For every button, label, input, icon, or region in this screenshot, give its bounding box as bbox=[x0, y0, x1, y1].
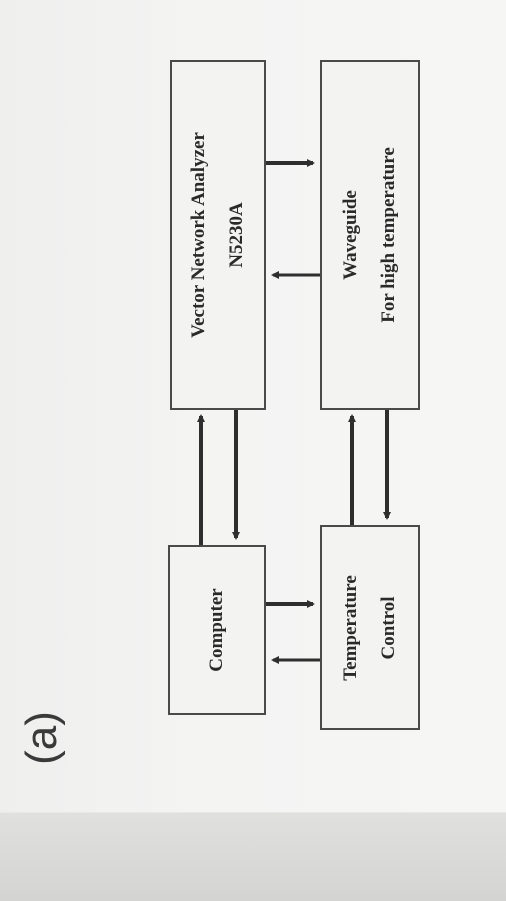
vna-block: Vector Network Analyzer N5230A bbox=[170, 60, 266, 410]
computer-block: Computer bbox=[168, 545, 266, 715]
waveguide-block: Waveguide For high temperature bbox=[320, 60, 420, 410]
desk-background bbox=[0, 812, 506, 901]
temperature-control-block: Temperature Control bbox=[320, 525, 420, 730]
